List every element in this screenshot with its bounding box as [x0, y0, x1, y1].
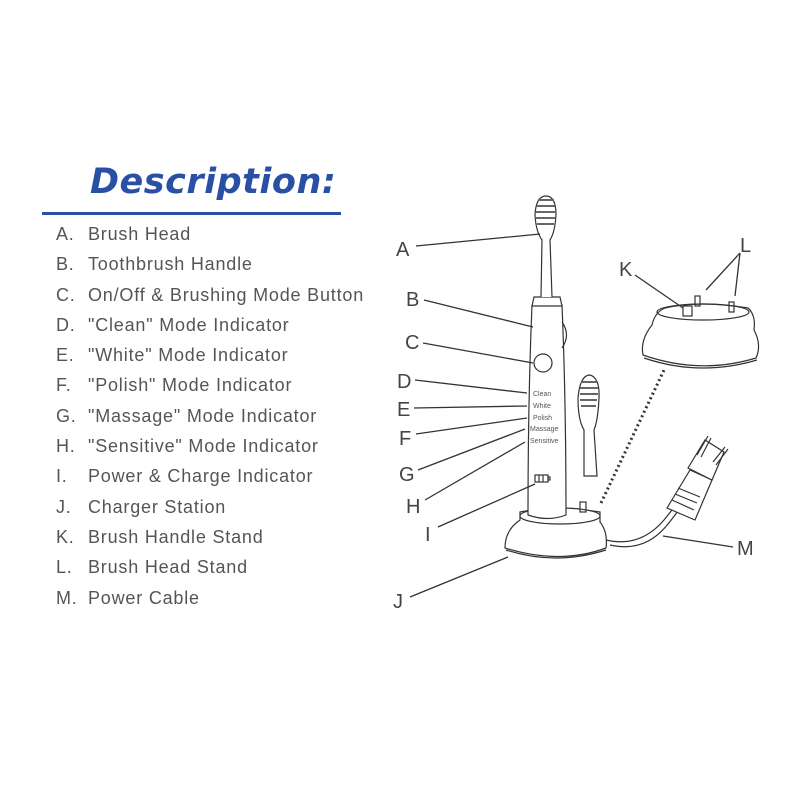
item-label: "White" Mode Indicator	[88, 345, 289, 366]
item-label: Brush Head Stand	[88, 557, 248, 578]
callout-c: C	[405, 332, 419, 354]
callout-b: B	[406, 289, 419, 311]
description-list: A. Brush Head B. Toothbrush Handle C. On/Of…	[56, 222, 364, 616]
callout-k: K	[619, 259, 633, 281]
item-key: K.	[56, 526, 75, 547]
item-label: Toothbrush Handle	[88, 254, 253, 275]
head-stand-pin	[728, 301, 735, 313]
item-label: Brush Handle Stand	[88, 526, 264, 547]
list-item: G. "Massage" Mode Indicator	[56, 404, 364, 434]
handle-stand-pin	[682, 305, 693, 317]
item-label: "Clean" Mode Indicator	[88, 314, 290, 335]
item-label: On/Off & Brushing Mode Button	[88, 284, 365, 305]
list-item: J. Charger Station	[56, 495, 364, 525]
power-button	[533, 353, 553, 373]
mode-label-massage: Massage	[530, 426, 559, 433]
callout-g: G	[399, 464, 415, 486]
brush-head	[534, 195, 557, 298]
item-key: G.	[56, 405, 77, 426]
item-key: B.	[56, 254, 75, 275]
item-key: C.	[56, 284, 76, 305]
item-label: "Sensitive" Mode Indicator	[88, 436, 319, 457]
item-label: Charger Station	[88, 496, 227, 517]
callout-e: E	[397, 399, 410, 421]
item-key: F.	[56, 375, 72, 396]
toothbrush-handle	[527, 296, 568, 520]
item-key: H.	[56, 436, 76, 457]
item-key: I.	[56, 466, 68, 487]
callout-d: D	[397, 371, 411, 393]
mode-label-white: White	[533, 403, 551, 410]
list-item: B. Toothbrush Handle	[56, 252, 364, 282]
callout-a: A	[396, 239, 410, 261]
list-item: K. Brush Handle Stand	[56, 525, 364, 555]
mode-label-polish: Polish	[533, 415, 552, 422]
head-stand-pin	[694, 295, 701, 307]
callout-h: H	[406, 496, 420, 518]
list-item: D. "Clean" Mode Indicator	[56, 313, 364, 343]
item-key: M.	[56, 587, 78, 608]
item-key: D.	[56, 314, 76, 335]
list-item: L. Brush Head Stand	[56, 555, 364, 585]
list-item: I. Power & Charge Indicator	[56, 464, 364, 494]
callout-i: I	[425, 524, 431, 546]
title-divider	[42, 212, 341, 215]
callout-m: M	[737, 538, 754, 560]
list-item: F. "Polish" Mode Indicator	[56, 373, 364, 403]
item-label: Power Cable	[88, 587, 200, 608]
list-item: H. "Sensitive" Mode Indicator	[56, 434, 364, 464]
item-label: Brush Head	[88, 224, 192, 244]
power-cable	[605, 435, 729, 548]
stand-detail	[641, 295, 760, 369]
leader-lines	[409, 233, 741, 598]
list-item: M. Power Cable	[56, 586, 364, 616]
mode-label-clean: Clean	[533, 391, 551, 398]
list-item: A. Brush Head	[56, 222, 364, 252]
item-key: A.	[56, 224, 75, 244]
item-key: J.	[56, 496, 72, 517]
item-key: L.	[56, 557, 73, 578]
page-title: Description:	[90, 162, 337, 202]
list-item: E. "White" Mode Indicator	[56, 343, 364, 373]
mode-label-sensitive: Sensitive	[530, 438, 559, 445]
callout-l: L	[740, 235, 751, 257]
item-label: "Massage" Mode Indicator	[88, 405, 318, 426]
spare-brush-head	[577, 374, 600, 513]
item-key: E.	[56, 345, 75, 366]
head-stand-pin	[579, 501, 587, 513]
item-label: Power & Charge Indicator	[88, 466, 314, 487]
callout-j: J	[393, 591, 403, 613]
list-item: C. On/Off & Brushing Mode Button	[56, 283, 364, 313]
callout-f: F	[399, 428, 411, 450]
item-label: "Polish" Mode Indicator	[88, 375, 293, 396]
assembly-dotted-line	[599, 367, 667, 504]
